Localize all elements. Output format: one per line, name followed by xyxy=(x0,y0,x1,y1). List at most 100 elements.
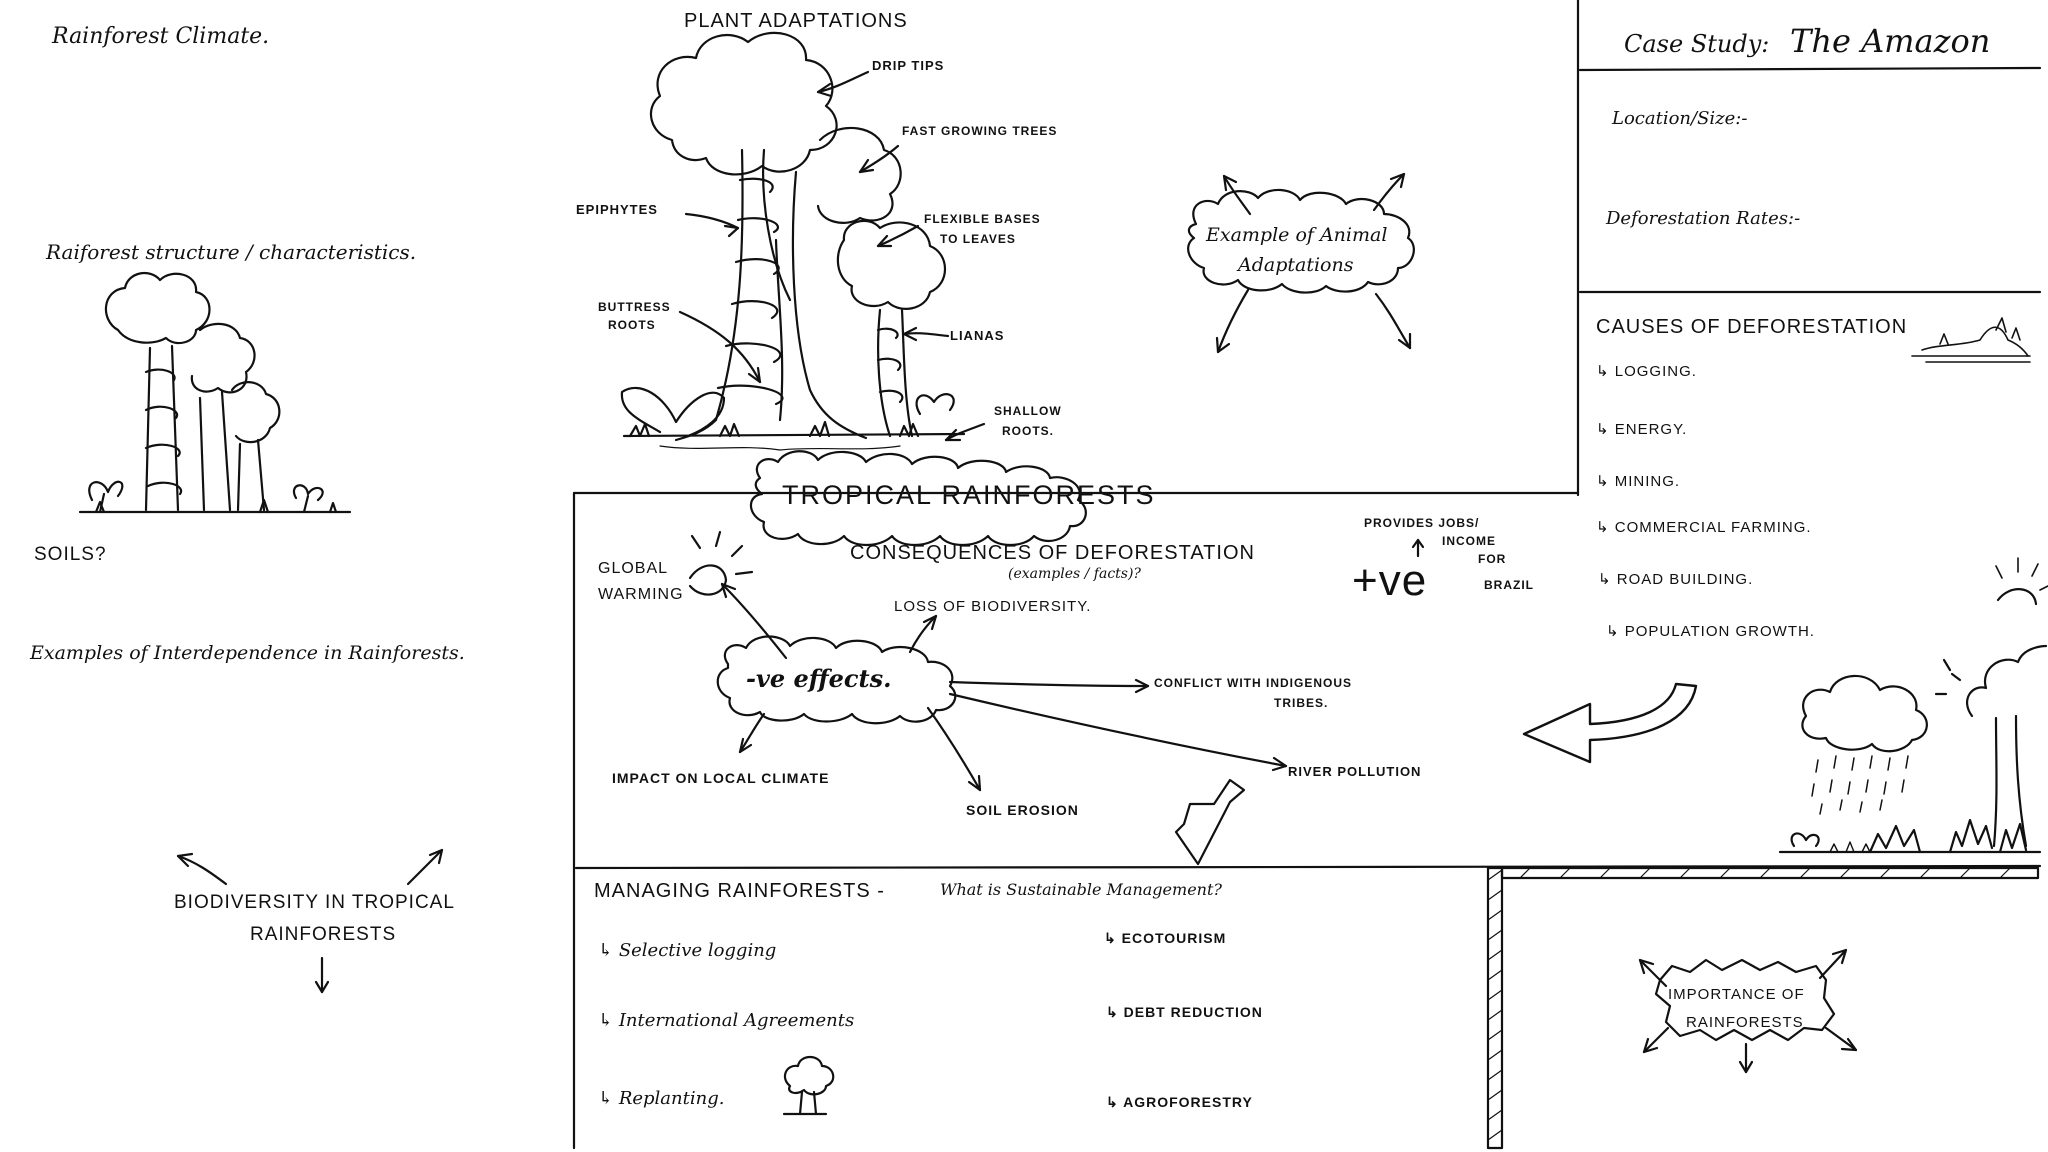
importance-arrows xyxy=(1640,950,1856,1072)
deforestation-rates-label: Deforestation Rates:- xyxy=(1606,208,1801,229)
flexible-label: FLEXIBLE BASES xyxy=(924,212,1041,226)
cause-item: ↳ MINING. xyxy=(1596,472,1680,490)
managing-item-label: Selective logging xyxy=(618,940,777,961)
managing-item: ↳ Replanting. xyxy=(598,1088,724,1109)
buttress-label: BUTTRESS xyxy=(598,300,671,314)
animal-adaptations-line1: Example of Animal xyxy=(1206,224,1388,246)
importance-burst xyxy=(1656,960,1834,1040)
soils-label: SOILS? xyxy=(34,544,107,565)
lianas-label: LIANAS xyxy=(950,328,1005,343)
arrow-bullet-icon: ↳ xyxy=(598,1088,619,1109)
jobs-label-line4: BRAZIL xyxy=(1484,578,1534,592)
global-warming-label-line2: WARMING xyxy=(598,586,684,603)
cause-item-label: COMMERCIAL FARMING. xyxy=(1614,519,1812,536)
conflict-label-line2: TRIBES. xyxy=(1274,696,1329,710)
local-climate-label: IMPACT ON LOCAL CLIMATE xyxy=(612,770,830,786)
frame-lines xyxy=(574,0,2040,1148)
jobs-label: PROVIDES JOBS/ xyxy=(1364,516,1480,530)
consequences-subtitle: (examples / facts)? xyxy=(1008,566,1141,582)
interdependence-label: Examples of Interdependence in Rainfores… xyxy=(30,642,465,664)
down-arrow xyxy=(1176,780,1244,864)
pos-effects-label: +ve xyxy=(1352,556,1428,605)
drip-tips-label: DRIP TIPS xyxy=(872,58,945,73)
hatching xyxy=(1488,868,2010,1140)
plant-label-arrows xyxy=(680,72,984,440)
location-size-label: Location/Size:- xyxy=(1612,108,1748,129)
arrow-bullet-icon: ↳ xyxy=(1596,519,1615,536)
big-curved-arrow xyxy=(1524,684,1696,762)
managing-item: ↳ International Agreements xyxy=(598,1010,854,1031)
shallow-roots-label: SHALLOW xyxy=(994,404,1062,418)
managing-item: ↳ ECOTOURISM xyxy=(1104,930,1226,947)
biodiversity-arrows xyxy=(178,850,442,992)
shallow-roots-label-line2: ROOTS. xyxy=(1002,424,1055,438)
sun-drawing xyxy=(690,532,752,595)
title-cloud xyxy=(751,451,1086,545)
soil-erosion-label: SOIL EROSION xyxy=(966,802,1079,818)
animal-adaptations-line2: Adaptations xyxy=(1238,254,1354,276)
jobs-label-line3: FOR xyxy=(1478,552,1507,566)
cause-item-label: POPULATION GROWTH. xyxy=(1624,623,1815,640)
arrow-bullet-icon: ↳ xyxy=(1104,930,1122,946)
importance-heading: IMPORTANCE OF xyxy=(1668,986,1805,1003)
case-study-skyline xyxy=(1912,318,2030,362)
consequences-title: CONSEQUENCES OF DEFORESTATION xyxy=(850,542,1255,564)
case-study-prefix: Case Study: xyxy=(1624,30,1770,58)
managing-item: ↳ Selective logging xyxy=(598,940,776,961)
global-warming-label: GLOBAL xyxy=(598,560,669,577)
cause-item: ↳ POPULATION GROWTH. xyxy=(1606,622,1815,640)
managing-item-label: ECOTOURISM xyxy=(1121,930,1227,946)
conflict-label: CONFLICT WITH INDIGENOUS xyxy=(1154,676,1352,690)
cause-item-label: MINING. xyxy=(1614,473,1681,490)
right-tree-drawing xyxy=(1936,558,2048,846)
managing-item-label: DEBT REDUCTION xyxy=(1123,1004,1263,1020)
cause-item-label: ENERGY. xyxy=(1614,421,1688,438)
cause-item: ↳ COMMERCIAL FARMING. xyxy=(1596,518,1812,536)
plant-adaptations-title: PLANT ADAPTATIONS xyxy=(684,10,908,32)
cause-item: ↳ LOGGING. xyxy=(1596,362,1697,380)
arrow-bullet-icon: ↳ xyxy=(1598,571,1617,588)
cause-item-label: ROAD BUILDING. xyxy=(1616,571,1754,588)
cause-item: ↳ ENERGY. xyxy=(1596,420,1687,438)
arrow-bullet-icon: ↳ xyxy=(1596,363,1615,380)
managing-item: ↳ DEBT REDUCTION xyxy=(1106,1004,1263,1021)
managing-item-label: AGROFORESTRY xyxy=(1123,1094,1253,1110)
flexible-label-line2: TO LEAVES xyxy=(940,232,1016,246)
rainforest-climate-label: Rainforest Climate. xyxy=(52,24,270,49)
cause-item: ↳ ROAD BUILDING. xyxy=(1598,570,1753,588)
main-tree-drawing xyxy=(622,33,964,450)
arrow-bullet-icon: ↳ xyxy=(598,1010,619,1031)
arrow-bullet-icon: ↳ xyxy=(1596,421,1615,438)
managing-item: ↳ AGROFORESTRY xyxy=(1106,1094,1253,1111)
importance-heading-line2: RAINFORESTS xyxy=(1686,1014,1804,1031)
causes-title: CAUSES OF DEFORESTATION xyxy=(1596,316,1908,338)
managing-item-label: International Agreements xyxy=(618,1010,855,1031)
arrow-bullet-icon: ↳ xyxy=(1106,1004,1124,1020)
river-pollution-label: RIVER POLLUTION xyxy=(1288,764,1422,779)
managing-item-label: Replanting. xyxy=(618,1088,725,1109)
neg-effects-label: -ve effects. xyxy=(746,664,892,693)
animal-arrows xyxy=(1217,174,1410,352)
replant-tree-icon xyxy=(784,1057,833,1114)
neg-effects-cloud xyxy=(718,637,956,724)
biodiversity-heading-line2: RAINFORESTS xyxy=(250,924,397,945)
arrow-bullet-icon: ↳ xyxy=(1596,473,1615,490)
sustainable-management-question: What is Sustainable Management? xyxy=(940,880,1222,899)
animal-cloud xyxy=(1188,190,1414,293)
ground-drawing xyxy=(1780,820,2040,852)
biodiversity-loss-label: LOSS OF BIODIVERSITY. xyxy=(894,598,1092,615)
arrow-bullet-icon: ↳ xyxy=(598,940,619,961)
arrow-bullet-icon: ↳ xyxy=(1106,1094,1124,1110)
cause-item-label: LOGGING. xyxy=(1614,363,1697,380)
tropical-rainforests-title: TROPICAL RAINFORESTS xyxy=(782,480,1156,510)
arrow-bullet-icon: ↳ xyxy=(1606,623,1625,640)
rainforest-structure-label: Raiforest structure / characteristics. xyxy=(46,240,417,264)
left-tree-drawing xyxy=(80,273,350,512)
epiphytes-label: EPIPHYTES xyxy=(576,202,658,217)
managing-title: MANAGING RAINFORESTS - xyxy=(594,880,885,902)
rain-cloud-drawing xyxy=(1802,676,1926,814)
consequence-arrows xyxy=(722,584,1286,790)
case-study-title: The Amazon xyxy=(1790,22,1991,60)
jobs-label-line2: INCOME xyxy=(1442,534,1496,548)
